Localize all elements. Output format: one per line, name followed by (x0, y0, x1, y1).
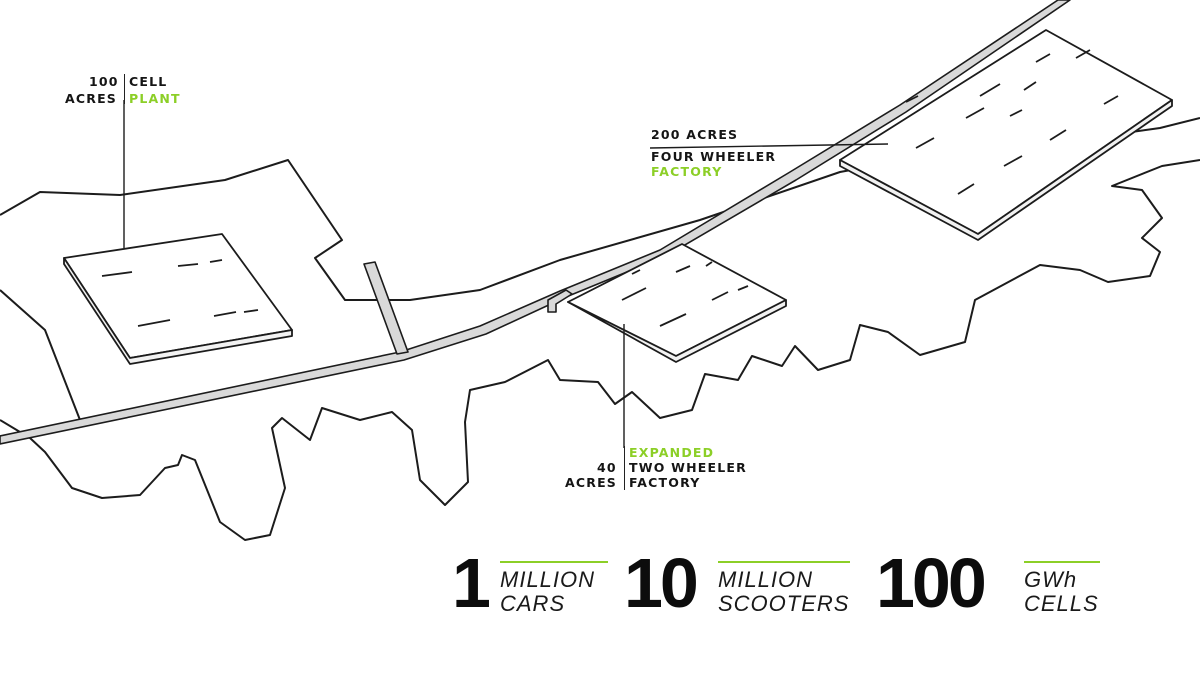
four-wheeler-plot (839, 29, 1173, 241)
two-wheeler-value: 40 (597, 460, 617, 475)
two-wheeler-unit: ACRES (565, 475, 618, 490)
stat-cars-line1: MILLION (500, 567, 596, 592)
stat-scooters-line1: MILLION (718, 567, 814, 592)
stat-cars: 1 MILLION CARS (452, 548, 612, 618)
stat-cells-line2: CELLS (1024, 591, 1099, 616)
stat-cars-rule (500, 561, 608, 563)
stat-scooters: 10 MILLION SCOOTERS (624, 548, 856, 618)
side-road (363, 261, 409, 355)
main-road (0, 0, 1071, 445)
cell-plant-unit: ACRES (65, 91, 118, 106)
stat-cars-line2: CARS (500, 591, 566, 616)
stat-scooters-line2: SCOOTERS (718, 591, 850, 616)
four-wheeler-line3: FACTORY (651, 164, 723, 179)
two-wheeler-line3: FACTORY (629, 475, 701, 490)
cell-plant-line1: CELL (129, 74, 168, 89)
stat-cells: 100 GWh CELLS (876, 548, 1106, 618)
stat-cells-number: 100 (876, 544, 987, 622)
cell-plant-divider (124, 74, 125, 104)
stat-scooters-rule (718, 561, 850, 563)
stat-cars-number: 1 (452, 544, 491, 622)
two-wheeler-line2: TWO WHEELER (629, 460, 747, 475)
stat-scooters-number: 10 (624, 544, 699, 622)
stat-cells-line1: GWh (1024, 567, 1078, 592)
cell-plant-line2: PLANT (129, 91, 181, 106)
four-wheeler-line1: 200 ACRES (651, 127, 739, 142)
stat-cells-rule (1024, 561, 1100, 563)
two-wheeler-plot (567, 243, 787, 363)
cell-plant-plot (63, 233, 293, 365)
access-road (547, 289, 573, 313)
two-wheeler-divider (624, 446, 625, 490)
site-boundary-west (0, 289, 81, 421)
four-wheeler-callout (649, 143, 889, 149)
four-wheeler-line2: FOUR WHEELER (651, 149, 777, 164)
cell-plant-value: 100 (89, 74, 119, 89)
two-wheeler-line1: EXPANDED (629, 445, 715, 460)
